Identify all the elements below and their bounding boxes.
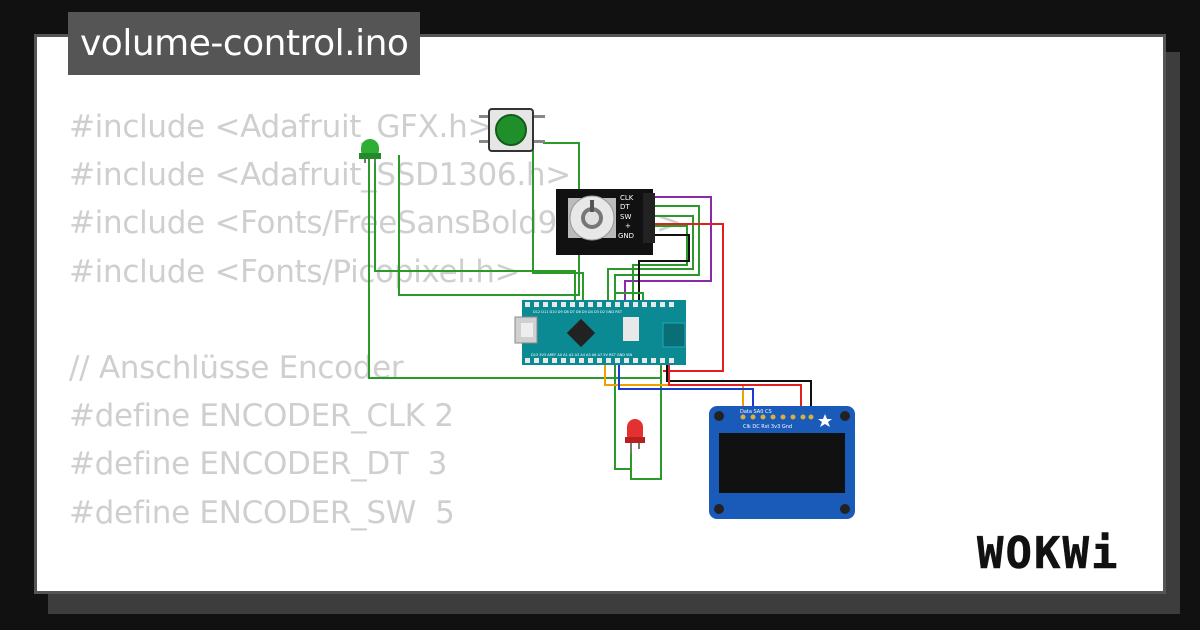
wire-green: [374, 155, 576, 303]
wire-black: [666, 363, 812, 415]
wire-green: [398, 142, 580, 296]
circuit-diagram: CLK DT SW + GND: [359, 108, 855, 519]
arduino-bottom-label: D13 3V3 AREF A0 A1 A2 A3 A4 A5 A6 A7 5V …: [531, 353, 632, 357]
code-line: // Encoder Variablen: [69, 585, 682, 592]
wire-green: [630, 303, 662, 480]
project-filename: volume-control.ino: [68, 12, 421, 75]
wire-blue: [618, 363, 754, 415]
wire-green: [614, 292, 644, 470]
code-background: #include <Adafruit_GFX.h> #include <Adaf…: [69, 103, 682, 592]
encoder-pin-dt: DT: [620, 203, 630, 211]
oled-top-pin-label: Data SA0 CS: [740, 409, 772, 415]
wire-black: [638, 234, 690, 303]
encoder-pin-labels: CLK DT SW + GND: [618, 194, 634, 240]
encoder-pin-clk: CLK: [620, 194, 634, 202]
wire-purple: [624, 196, 712, 303]
push-button[interactable]: [479, 108, 545, 152]
rotary-encoder[interactable]: CLK DT SW + GND: [556, 189, 655, 255]
code-line: #include <Adafruit_GFX.h>: [69, 109, 494, 145]
arduino-top-label: D12 D11 D10 D9 D8 D7 D6 D5 D4 D3 D2 GND …: [533, 310, 623, 314]
arduino-nano[interactable]: D12 D11 D10 D9 D8 D7 D6 D5 D4 D3 D2 GND …: [514, 300, 686, 365]
code-line: #define ENCODER_DT 3: [69, 446, 448, 483]
code-line: #define ENCODER_SW 5: [69, 494, 455, 531]
red-led[interactable]: [625, 419, 645, 453]
oled-display[interactable]: Data SA0 CS Clk DC Rst 3v3 Gnd: [709, 406, 855, 519]
encoder-pin-gnd: GND: [618, 232, 634, 240]
wire-green: [614, 205, 700, 303]
encoder-pin-sw: SW: [620, 213, 631, 221]
wire-red: [653, 223, 724, 372]
preview-card[interactable]: #include <Adafruit_GFX.h> #include <Adaf…: [34, 34, 1166, 594]
arduino-header-pins: [525, 302, 674, 363]
wire-red: [668, 363, 802, 415]
wokwi-logo: WOKWi: [977, 528, 1119, 580]
code-line: #include <Adafruit_SSD1306.h>: [69, 157, 571, 194]
wire-green: [632, 225, 688, 303]
green-led[interactable]: [359, 139, 381, 163]
code-line: // Anschlüsse Encoder: [69, 349, 404, 386]
wire-green: [607, 215, 694, 303]
wires: [368, 142, 812, 480]
oled-bottom-pin-label: Clk DC Rst 3v3 Gnd: [743, 424, 792, 430]
star-icon: [818, 414, 832, 427]
wokwi-logo-text: WOKWi: [977, 528, 1119, 579]
wire-green: [532, 143, 584, 303]
encoder-pin-plus: +: [625, 222, 631, 230]
code-line: #define ENCODER_CLK 2: [69, 398, 454, 435]
